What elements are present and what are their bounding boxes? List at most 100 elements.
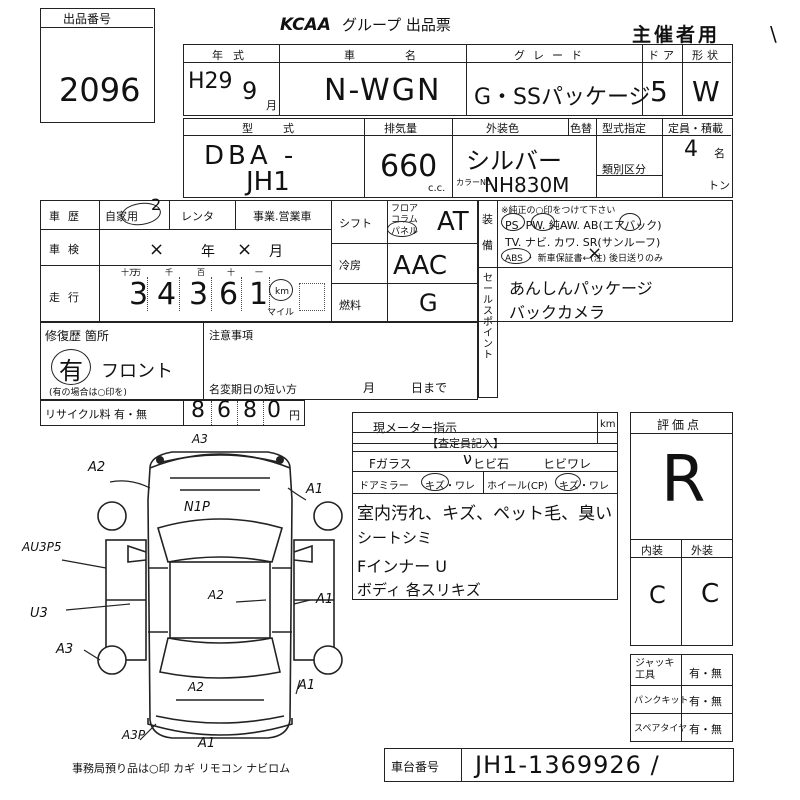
deadline-day: 日まで (411, 381, 448, 395)
equipment-row-2: TV. ナビ. カワ. SR(サンルーフ) (505, 236, 661, 249)
inspection-month-unit: 月 (269, 244, 283, 260)
repair-value: 有 (59, 357, 83, 385)
selling-extension (478, 320, 498, 398)
business-label: 事業.営業車 (253, 210, 312, 223)
inspection-note: シートシミ (357, 529, 433, 547)
jack-label: ジャッキ工具 (635, 658, 675, 681)
abs-circle (501, 248, 531, 264)
mileage-unit: 十 (227, 268, 235, 277)
short-deadline-label: 名変期日の短い方 (209, 383, 297, 396)
mileage-digit: 4 (157, 277, 177, 312)
capacity-label: 定員・積載 (668, 122, 723, 135)
inspector-heading: 【査定員記入】 (427, 437, 504, 450)
rental-label: レンタ (181, 210, 214, 223)
damage-mark: A3 (56, 642, 74, 657)
recycle-digit: 8 (191, 398, 205, 423)
recycle-label: リサイクル料 有・無 (45, 408, 147, 421)
warranty-x-mark: × (587, 243, 603, 264)
lot-number: 2096 (59, 71, 141, 109)
shift-option: コラム (391, 215, 418, 225)
mileage-unit: 千 (165, 268, 173, 277)
cc-unit: c.c. (428, 183, 446, 194)
kcaa-logo: KCAA (280, 15, 331, 35)
equipment-note: ※純正の○印をつけて下さい (501, 206, 616, 216)
fuel-value: G (419, 289, 438, 317)
mileage-label: 走行 (49, 291, 87, 304)
grade-score: R (661, 443, 706, 517)
chassis-label: 車台番号 (391, 760, 440, 774)
recycle-digit: 6 (217, 398, 231, 423)
body-value: W (692, 75, 720, 108)
meter-unit: km (600, 419, 616, 430)
grade-label: 評価点 (657, 418, 703, 432)
recycle-digit: 8 (243, 398, 257, 423)
color-value: シルバー (466, 147, 562, 175)
pw-circle (531, 213, 555, 231)
exterior-color-label: 外装色 (486, 122, 519, 135)
meter-label: 現メーター指示 (373, 421, 458, 435)
car-usage-label: 車歴 (49, 210, 87, 223)
model-code: JH1 (246, 167, 290, 197)
model-label: 型式 (242, 122, 324, 135)
damage-mark: A1 (298, 678, 316, 693)
color-change-label: 色替 (570, 122, 592, 135)
mileage-digit: 1 (249, 277, 269, 312)
repair-label: 修復歴 箇所 (45, 329, 109, 343)
damage-mark: A2 (188, 680, 204, 694)
mileage-unit: 百 (197, 268, 205, 277)
category-label: 類別区分 (602, 163, 646, 176)
damage-mark: AU3P5 (22, 540, 62, 554)
accessories-box: ジャッキ工具 有・無 パンクキット 有・無 スペアタイヤ 有・無 (630, 654, 733, 742)
lot-number-box: 出品番号 2096 (40, 8, 155, 123)
type-spec-label: 型式指定 (602, 122, 646, 135)
body-label: 形状 (692, 49, 722, 62)
grade-value: G・SSパッケージ (474, 85, 651, 110)
private-mark: 2 (151, 195, 162, 214)
damage-mark: A2 (88, 460, 106, 475)
inspection-year-value: × (149, 239, 165, 260)
car-outline (105, 451, 335, 739)
panel-circle (387, 221, 417, 237)
door-mirror-label: ドアミラー (359, 481, 409, 492)
damage-mark: U3 (30, 606, 48, 621)
displacement-label: 排気量 (384, 122, 417, 135)
km-circle (269, 279, 293, 301)
spare-value: 有・無 (689, 723, 722, 736)
inspection-label: 車検 (49, 243, 87, 256)
inspection-year-unit: 年 (201, 244, 215, 260)
exterior-score: C (701, 579, 720, 609)
crack-label: ヒビワレ (543, 457, 592, 471)
diagram-footer: 事務局預り品は○印 カギ リモコン ナビロム (72, 762, 291, 775)
f-glass-label: Fガラス (369, 457, 412, 471)
mileage-unit: 一 (255, 268, 263, 277)
inspection-note: ボディ 各スリキズ (357, 581, 481, 599)
fuel-label: 燃料 (339, 299, 361, 312)
private-label: 自家用 (105, 210, 138, 223)
year-month-value: 9 (242, 77, 258, 105)
mileage-checkbox[interactable] (299, 283, 325, 311)
repair-circle (51, 349, 91, 385)
repair-location: フロント (101, 361, 173, 382)
grade-box: 評価点 R 内装 外装 C C (630, 412, 733, 646)
damage-mark: A3P (122, 728, 146, 742)
front-lamps (156, 456, 284, 464)
year-h-value: H29 (188, 69, 233, 94)
ton-unit: トン (708, 179, 730, 192)
shift-value: AT (437, 207, 469, 237)
shift-option: フロア (391, 204, 419, 214)
ab-circle (619, 213, 641, 231)
recycle-digits: 8 6 8 0 (187, 398, 299, 425)
jack-value: 有・無 (689, 667, 722, 680)
repair-box: 修復歴 箇所 有 フロント (有の場合は○印を) 注意事項 名変期日の短い方 月… (40, 322, 478, 400)
specs-box: 型式 排気量 外装色 色替 型式指定 定員・積載 類別区分 DBA - JH1 … (183, 118, 733, 198)
selling-side-label: セールスポイント (483, 273, 493, 361)
equipment-side-label: 装備 (482, 213, 493, 252)
chip-mark: ν (463, 449, 472, 468)
damage-mark: A1 (316, 592, 334, 607)
damage-mark: A2 (208, 588, 224, 602)
mileage-digits: 十万 万 千 百 十 一 3 4 3 6 1 (121, 267, 301, 317)
puncture-label: パンクキット (634, 696, 689, 706)
exterior-label: 外装 (691, 544, 713, 557)
door-mirror-value: キズ・ワレ (425, 481, 475, 492)
corner-mark: \ (770, 22, 777, 46)
